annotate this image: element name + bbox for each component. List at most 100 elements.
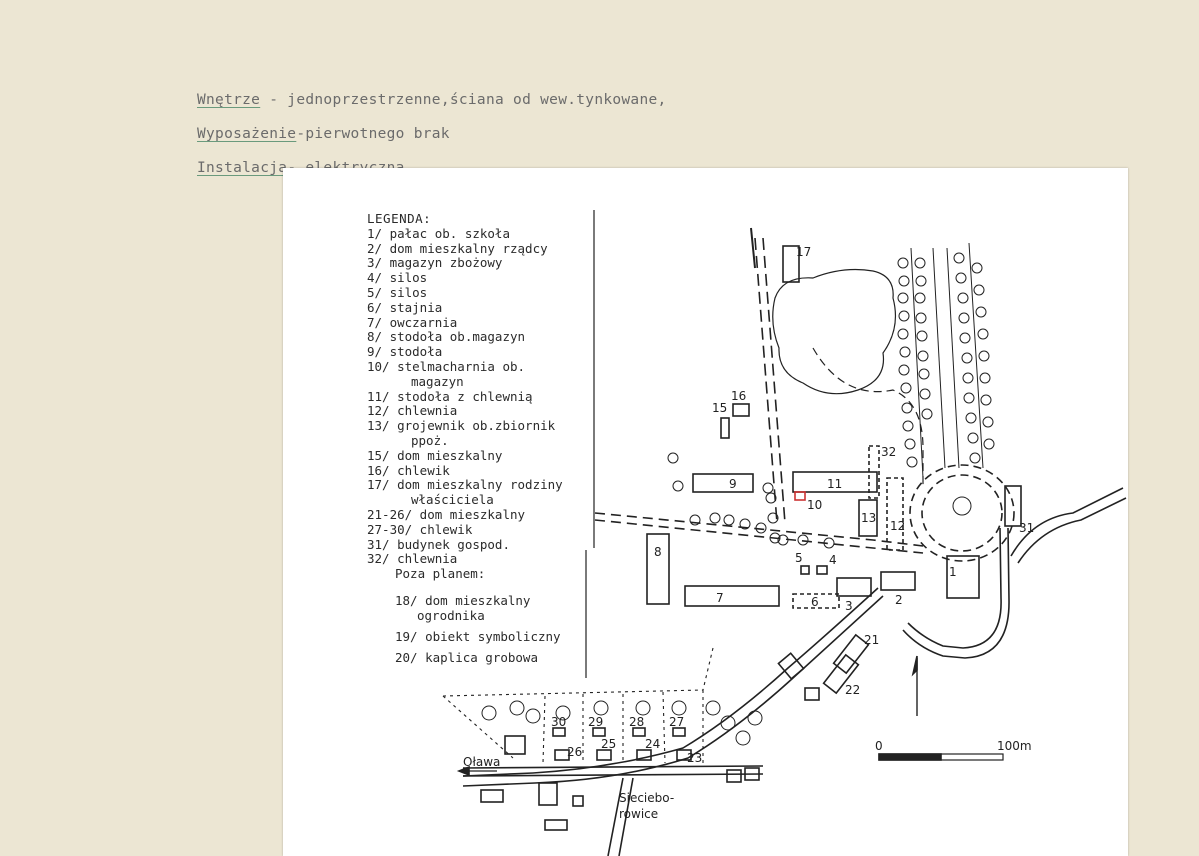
outside-plan-item: 19/ obiekt symboliczny xyxy=(395,629,561,644)
building-29 xyxy=(592,727,606,737)
legend-item-continuation: magazyn xyxy=(411,373,464,389)
legend-item: 13/ grojewnik ob.zbiornik xyxy=(367,418,556,434)
place-label-siecieborowice: rowice xyxy=(619,807,658,821)
building-24 xyxy=(636,749,652,761)
building-2 xyxy=(880,571,916,591)
map-label: 17 xyxy=(796,245,811,259)
legend-item: 32/ chlewnia xyxy=(367,551,458,567)
building-16 xyxy=(732,403,750,417)
legend-item: 9/ stodoła xyxy=(367,344,443,360)
village-house xyxy=(777,652,805,680)
roundabout xyxy=(909,464,1015,562)
map-label: 13 xyxy=(861,511,876,525)
village-road xyxy=(462,765,764,856)
map-label: 22 xyxy=(845,683,860,697)
legend-item-continuation: właściciela xyxy=(411,492,494,508)
building-1 xyxy=(946,555,980,599)
map-label: 9 xyxy=(729,477,737,491)
main-road xyxy=(594,512,924,554)
legend-item: 8/ stodoła ob.magazyn xyxy=(367,329,526,345)
building-30 xyxy=(552,727,566,737)
map-label: 1 xyxy=(949,565,957,579)
park-woodland xyxy=(772,268,896,395)
village-house xyxy=(744,767,760,781)
place-label-siecieborowice: Sieciebo- xyxy=(619,791,674,805)
building-26 xyxy=(554,749,570,761)
map-label: 26 xyxy=(567,745,582,759)
building-31 xyxy=(1004,485,1022,527)
village-house xyxy=(504,735,526,755)
building-13 xyxy=(858,499,878,537)
tree-avenue xyxy=(897,252,995,468)
outside-plan-title: Poza planem: xyxy=(395,566,486,581)
building-12 xyxy=(886,477,904,551)
legend-item: 16/ chlewik xyxy=(367,462,450,478)
buildings xyxy=(480,245,1022,831)
map-label: 8 xyxy=(654,545,662,559)
typed-label: Instalacja xyxy=(197,160,288,176)
outside-plan-item: 20/ kaplica grobowa xyxy=(395,650,538,665)
legend-item: 7/ owczarnia xyxy=(367,314,458,330)
village-trees xyxy=(481,452,835,746)
scale-bar xyxy=(878,753,1004,761)
legend-item: 6/ stajnia xyxy=(367,299,443,315)
map-label: 10 xyxy=(807,498,822,512)
legend-item: 15/ dom mieszkalny xyxy=(367,447,503,463)
outside-plan-item-continuation: ogrodnika xyxy=(417,608,485,623)
typed-label: Wyposażenie xyxy=(197,126,297,142)
building-5 xyxy=(800,565,810,575)
typed-text: - jednoprzestrzenne,ściana od wew.tynkow… xyxy=(260,92,667,108)
map-label: 3 xyxy=(845,599,853,613)
building-10 xyxy=(794,491,806,501)
building-9 xyxy=(692,473,754,493)
map-label: 4 xyxy=(829,553,837,567)
map-label: 16 xyxy=(731,389,746,403)
building-27 xyxy=(672,727,686,737)
olawa-arrow-icon xyxy=(456,765,497,777)
map-label: 7 xyxy=(716,591,724,605)
map-label: 30 xyxy=(551,715,566,729)
legend-item: 1/ pałac ob. szkoła xyxy=(367,225,510,241)
building-23 xyxy=(676,749,692,761)
north-arrow-icon xyxy=(911,655,918,716)
building-28 xyxy=(632,727,646,737)
map-label: 6 xyxy=(811,595,819,609)
legend-item: 11/ stodoła z chlewnią xyxy=(367,388,533,404)
typed-line-equipment: Wyposażenie-pierwotnego brak xyxy=(197,126,450,142)
map-label: 15 xyxy=(712,401,727,415)
map-label: 27 xyxy=(669,715,684,729)
map-label: 29 xyxy=(588,715,603,729)
village-house xyxy=(544,819,568,831)
building-15 xyxy=(720,417,730,439)
legend-item: 31/ budynek gospod. xyxy=(367,536,510,552)
map-label: 24 xyxy=(645,737,660,751)
legend-item: 12/ chlewnia xyxy=(367,403,458,419)
map-label: 31 xyxy=(1019,521,1034,535)
building-22 xyxy=(822,653,860,695)
building-6 xyxy=(792,593,840,609)
place-label-olawa: Oława xyxy=(463,755,500,769)
legend-item: 17/ dom mieszkalny rodziny xyxy=(367,477,563,493)
map-label: 23 xyxy=(687,751,702,765)
map-label: 21 xyxy=(864,633,879,647)
village-fences xyxy=(442,647,714,764)
village-house xyxy=(804,687,820,701)
north-lane xyxy=(750,227,786,524)
legend-item: 5/ silos xyxy=(367,284,428,300)
scale-label-zero: 0 xyxy=(875,739,883,753)
legend-item: 27-30/ chlewik xyxy=(367,521,473,537)
building-8 xyxy=(646,533,670,605)
map-label: 25 xyxy=(601,737,616,751)
building-4 xyxy=(816,565,828,575)
legend-item: 4/ silos xyxy=(367,270,428,286)
building-17 xyxy=(782,245,800,283)
map-label: 5 xyxy=(795,551,803,565)
legend-item: 21-26/ dom mieszkalny xyxy=(367,506,526,522)
typed-label: Wnętrze xyxy=(197,92,261,108)
outside-plan-item: 18/ dom mieszkalny xyxy=(395,593,531,608)
map-label: 12 xyxy=(890,519,905,533)
village-house xyxy=(726,769,742,783)
building-25 xyxy=(596,749,612,761)
